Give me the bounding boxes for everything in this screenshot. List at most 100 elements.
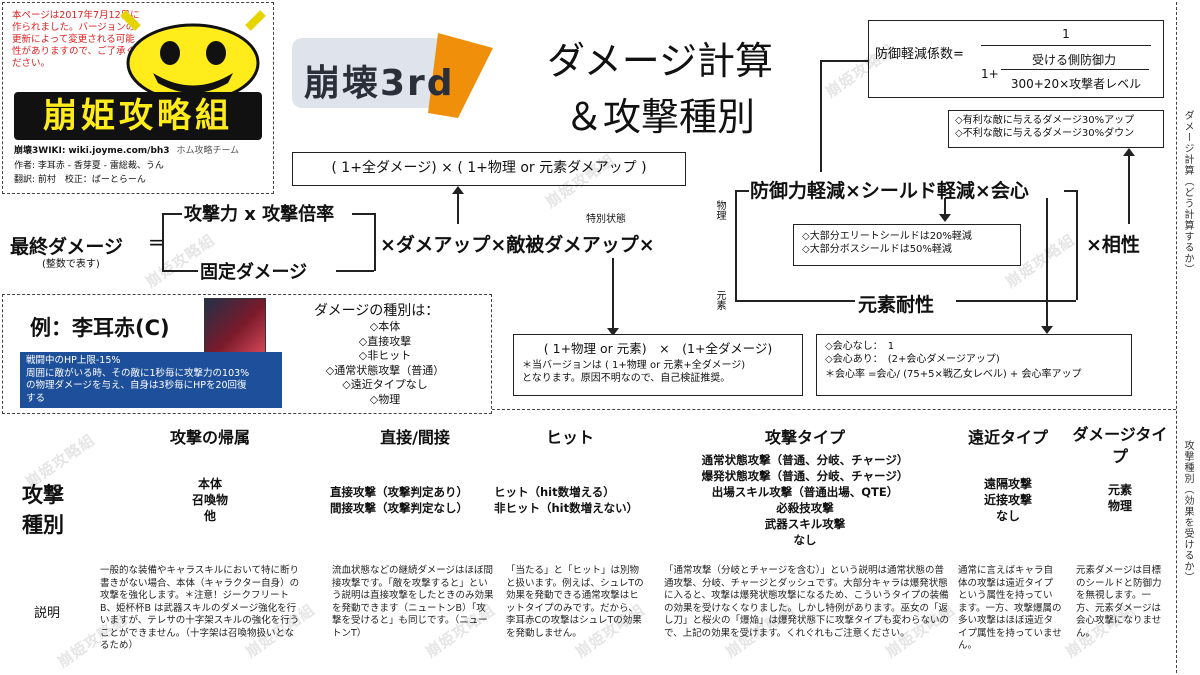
category-item: なし — [793, 533, 817, 547]
credit-label-1: 作者: — [14, 161, 36, 171]
category-col: 遠近タイプ 遠隔攻撃 近接攻撃 なし — [950, 424, 1066, 524]
brand-logo: 崩姫攻略組 — [14, 92, 262, 140]
category-item: 遠隔攻撃 — [983, 477, 1032, 491]
credit-frame — [2, 2, 274, 194]
category-items: 通常状態攻撃（普通、分岐、チャージ） 爆発状態攻撃（普通、分岐、チャージ） 出場… — [660, 452, 950, 548]
taken-formula: ( 1+物理 or 元素) × (1+全ダメージ) — [543, 341, 773, 356]
category-item: 間接攻撃（攻撃判定なし） — [330, 501, 468, 515]
arrow-head-crit — [1041, 326, 1053, 334]
final-damage-label: 最終ダメージ — [10, 236, 124, 258]
damage-type-item: ◇通常状態攻撃（普通） — [325, 363, 445, 377]
arrow-head-up-affinity — [1123, 148, 1135, 156]
wiki-label: 崩壊3WIKI: — [14, 146, 66, 156]
category-header: ヒット — [545, 428, 594, 447]
category-item: 近接攻撃 — [983, 493, 1032, 507]
elemental-label: 元素 — [714, 290, 725, 310]
defense-shield-crit: 防御力軽減×シールド軽減×会心 — [750, 180, 1029, 202]
version-notice: 本ページは2017年7月12日に作られました。バージョンの更新によって変更される… — [12, 10, 140, 69]
shield-line-2: ◇大部分ボスシールドは50%軽減 — [802, 244, 952, 255]
category-desc: 通常に言えばキャラ自体の攻撃は遠近タイプという属性を持っています。一方、攻撃爆属… — [958, 565, 1062, 651]
category-header: 直接/間接 — [380, 428, 450, 447]
defense-label: 防御軽減係数= — [875, 47, 964, 62]
category-header: 遠近タイプ — [967, 428, 1048, 447]
section-divider — [492, 409, 1176, 410]
category-header: ダメージタイプ — [1072, 425, 1168, 466]
category-col: 直接/間接 直接攻撃（攻撃判定あり） 間接攻撃（攻撃判定なし） — [330, 424, 500, 516]
affinity-term: ×相性 — [1086, 234, 1140, 256]
damage-up-box: ( 1+全ダメージ) × ( 1+物理 or 元素ダメアップ ) — [292, 152, 686, 186]
category-desc: 「通常攻撃（分岐とチャージを含む）」という説明は通常状態の普通攻撃、分岐、チャー… — [664, 565, 950, 639]
game-logo-text: 崩壊3rd — [304, 63, 455, 104]
line-to-defense-v — [820, 60, 822, 172]
damage-type-item: ◇物理 — [369, 392, 401, 406]
game-logo-art — [292, 33, 493, 118]
special-state-label: 特別状態 — [586, 214, 626, 225]
skill-line-2: 周囲に敵がいる時、その敵に1秒毎に攻撃力の103% — [26, 367, 250, 379]
damage-taken-box: ( 1+物理 or 元素) × (1+全ダメージ) ＊当バージョンは ( 1+物… — [513, 334, 803, 396]
defense-sub-denominator: 300+20×攻撃者レベル — [1010, 77, 1142, 91]
credit-line-1: 作者: 李耳赤 - 香芽夏 - 雷総裁、うん — [14, 160, 164, 173]
equals-sign: = — [148, 230, 165, 254]
category-col: ヒット ヒット（hit数増える） 非ヒット（hit数増えない） — [494, 424, 646, 516]
category-item: 本体 — [197, 477, 222, 491]
category-item: 爆発状態攻撃（普通、分岐、チャージ） — [701, 469, 909, 483]
sub-fraction-bar — [1001, 69, 1149, 70]
taken-note-2: となります。原因不明なので、自己検証推奨。 — [522, 373, 731, 384]
bracket-left-top — [162, 213, 182, 215]
team-label: ホム攻略チーム — [176, 146, 240, 156]
side-label-type: 攻撃種別（効果を受けるか） — [1182, 440, 1193, 583]
split-vert — [735, 190, 737, 300]
advantage-line-1: ◇有利な敵に与えるダメージ30%アップ — [955, 115, 1135, 126]
wiki-url: wiki.joyme.com/bh3 — [68, 146, 170, 156]
category-col: ダメージタイプ 元素 物理 — [1070, 424, 1170, 514]
skill-card: 戦闘中のHP上限-15% 周囲に敵がいる時、その敵に1秒毎に攻撃力の103% の… — [20, 352, 282, 408]
arrow-down-shield — [944, 198, 946, 218]
physical-label: 物理 — [714, 200, 725, 220]
crit-line-1: ◇会心なし： 1 — [825, 341, 895, 352]
skill-line-4: する — [26, 392, 46, 404]
line-to-defense — [820, 60, 868, 62]
elemental-resistance: 元素耐性 — [858, 294, 935, 316]
bracket-left-vert — [162, 213, 164, 271]
category-desc: 一般的な装備やキャラスキルにおいて特に断り書きがない場合、本体（キャラクター自身… — [100, 565, 300, 651]
example-frame — [2, 294, 492, 414]
split-top — [735, 190, 749, 192]
credit-names-2: 前村 校正：ばーとらーん — [37, 175, 146, 185]
category-item: 出場スキル攻撃（普通出場、QTE） — [711, 485, 899, 499]
fixed-damage-term: 固定ダメージ — [200, 262, 308, 283]
arrow-down-crit — [1046, 198, 1048, 328]
category-col: 攻撃の帰属 本体 召喚物 他 — [90, 424, 330, 524]
category-item: 直接攻撃（攻撃判定あり） — [330, 485, 468, 499]
category-desc: 「当たる」と「ヒット」は別物と扱います。例えば、シュレTの効果を発動できる通常攻… — [506, 565, 644, 639]
side-label-calc: ダメージ計算（どう計算するか） — [1182, 110, 1193, 275]
credit-line-2: 翻訳: 前村 校正：ばーとらーん — [14, 174, 146, 187]
mascot-logo — [120, 10, 266, 98]
attack-category-title: 攻撃種別 — [22, 483, 64, 537]
damage-type-item: ◇直接攻撃 — [358, 334, 412, 348]
category-item: 召喚物 — [191, 493, 228, 507]
category-desc: 流血状態などの継続ダメージはほぼ間接攻撃です。「敵を攻撃すると」という説明は直接… — [332, 565, 494, 639]
category-items: 元素 物理 — [1070, 482, 1170, 514]
category-desc: 元素ダメージは目標のシールドと防御力を無視します。一方、元素ダメージは会心攻撃に… — [1076, 565, 1162, 639]
crit-line-2: ◇会心あり： (2+会心ダメージアップ) — [825, 354, 1000, 365]
category-items: 直接攻撃（攻撃判定あり） 間接攻撃（攻撃判定なし） — [330, 484, 500, 516]
category-item: 非ヒット（hit数増えない） — [494, 501, 639, 515]
character-portrait — [204, 298, 266, 356]
category-item: 元素 — [1107, 483, 1132, 497]
advantage-line-2: ◇不利な敵に与えるダメージ30%ダウン — [955, 128, 1135, 139]
res-right — [956, 300, 1076, 302]
credit-names-1: 李耳赤 - 香芽夏 - 雷総裁、うん — [37, 161, 164, 171]
attack-term: 攻撃力 x 攻撃倍率 — [184, 204, 335, 225]
arrow-up-dmg — [457, 190, 459, 224]
formula-middle: ×ダメアップ×敵被ダメアップ× — [380, 234, 655, 256]
defense-denominator-prefix: 1+ — [981, 67, 999, 81]
crit-line-3: ＊会心率 =会心/ (75+5×戦乙女レベル) + 会心率アップ — [825, 369, 1082, 380]
fraction-bar — [981, 45, 1151, 46]
defense-coefficient-box: 防御軽減係数= 1 1+ 受ける側防御力 300+20×攻撃者レベル — [868, 20, 1164, 98]
category-item: 物理 — [1107, 499, 1132, 513]
advantage-box: ◇有利な敵に与えるダメージ30%アップ ◇不利な敵に与えるダメージ30%ダウン — [948, 110, 1164, 148]
category-items: 遠隔攻撃 近接攻撃 なし — [950, 476, 1066, 524]
category-header: 攻撃タイプ — [764, 428, 845, 447]
right-divider — [1176, 2, 1177, 673]
right-bracket-vert — [1076, 190, 1078, 300]
